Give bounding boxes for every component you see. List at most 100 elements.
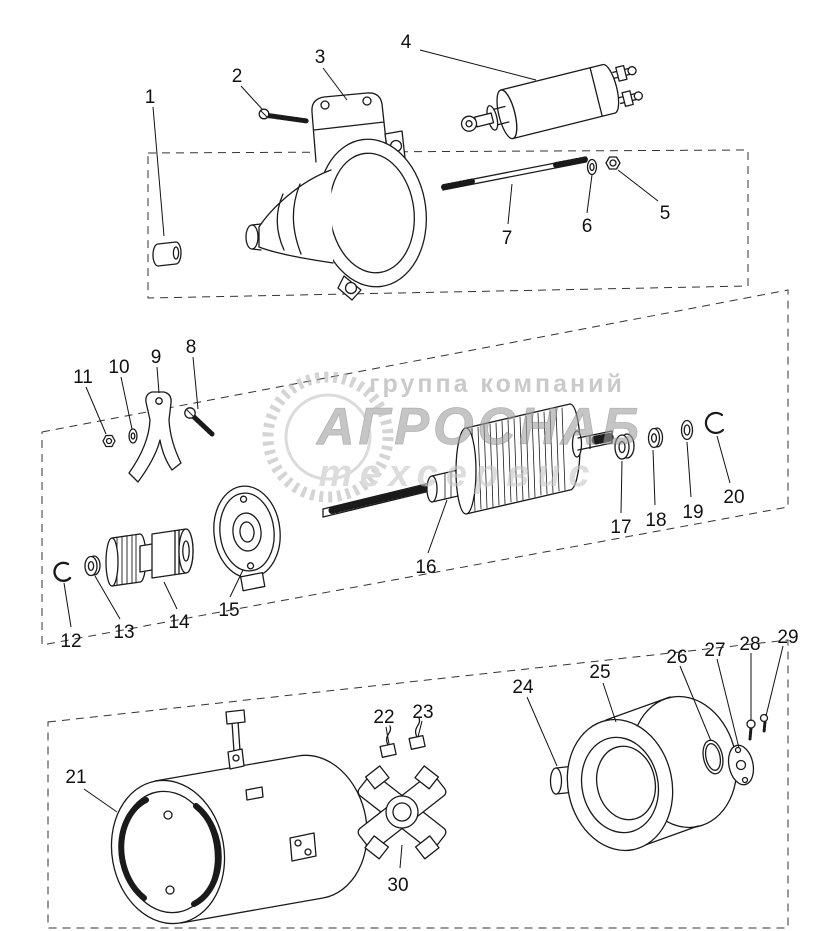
part-15-intermediate-plate [213,485,281,592]
leader-30 [399,844,403,869]
leader-16 [427,499,448,554]
part-5-nut [605,156,621,170]
part-label-13: 13 [113,622,134,643]
section-box-bottom [47,639,789,929]
part-label-9: 9 [151,347,162,368]
part-label-25: 25 [589,662,610,683]
part-9-shift-fork [128,391,182,483]
leader-13 [94,575,121,620]
leader-29 [765,645,784,717]
part-label-27: 27 [704,640,725,661]
part-22-brush [379,725,397,758]
leader-lines [63,49,784,869]
part-label-1: 1 [145,87,156,108]
part-labels: 1 2 3 4 5 6 7 8 9 10 11 12 13 14 15 16 1… [60,32,798,896]
part-label-29: 29 [777,627,798,648]
leader-1 [152,106,165,237]
watermark-wreath-inner-icon [284,393,372,481]
part-label-7: 7 [502,228,513,249]
leader-23 [417,720,423,738]
leader-26 [679,665,712,742]
part-10-washer [128,428,138,444]
leader-7 [507,183,513,225]
leader-3 [322,67,348,101]
part-label-4: 4 [401,32,412,53]
part-label-5: 5 [660,203,671,224]
part-17-washer [614,433,635,460]
part-label-22: 22 [373,707,394,728]
part-21-stator-housing [110,709,368,925]
part-30-brush-holder [357,765,447,860]
part-label-2: 2 [232,66,243,87]
leader-20 [716,435,731,484]
watermark-line-3: техсервис [319,453,598,495]
section-box-middle [41,289,789,646]
leader-22 [385,726,390,745]
part-label-8: 8 [186,337,197,358]
part-28-screw [746,719,756,741]
leader-6 [586,174,593,214]
section-box-top [147,149,749,299]
leader-9 [156,366,160,394]
part-3-starter-assembly [245,92,428,301]
section-boundaries [41,149,789,929]
part-27-cover-plate [727,744,755,786]
part-label-30: 30 [387,875,408,896]
part-label-17: 17 [610,517,631,538]
leader-12 [63,582,72,628]
part-20-snap-ring [704,411,725,435]
part-8-screw [184,407,215,437]
part-label-28: 28 [739,634,760,655]
part-label-6: 6 [582,216,593,237]
part-2-screw [258,108,310,124]
leader-19 [686,441,692,498]
watermark-line-2: АГРОСНАБ [315,398,643,456]
leader-15 [229,569,244,598]
part-label-15: 15 [218,600,239,621]
part-19-washer [680,419,694,441]
part-label-18: 18 [645,510,666,531]
part-label-11: 11 [73,367,93,388]
part-7-stud [441,156,588,191]
part-4-solenoid [460,63,643,140]
part-26-ring [702,739,724,775]
leader-8 [192,356,199,410]
part-label-12: 12 [60,631,81,652]
part-18-washer [647,427,664,449]
watermark-line-1: группа компаний [369,370,625,398]
part-label-24: 24 [512,677,534,698]
part-16-armature [322,403,616,518]
leader-14 [163,581,178,610]
leader-21 [83,788,118,813]
part-label-23: 23 [412,702,433,723]
part-25-end-cover [566,695,738,852]
leader-27 [716,658,740,749]
part-13-washer [84,555,101,577]
part-label-19: 19 [682,502,703,523]
part-12-lock-ring [53,561,72,582]
part-6-washer [586,158,598,176]
part-1-bushing [152,241,182,267]
leader-4 [419,49,537,81]
watermark: группа компаний АГРОСНАБ техсервис [262,370,643,503]
part-label-16: 16 [415,557,436,578]
part-label-21: 21 [65,767,86,788]
leader-17 [620,460,623,514]
leader-10 [120,376,133,430]
leader-18 [652,449,656,506]
leader-11 [85,386,107,435]
part-23-brush [408,717,426,750]
leader-25 [602,682,617,723]
leader-5 [617,169,659,202]
part-11-nut [102,434,116,448]
part-29-screw [759,713,769,734]
part-label-10: 10 [108,357,129,378]
leader-24 [526,696,558,767]
part-label-20: 20 [723,487,744,508]
leader-2 [240,85,263,110]
part-label-3: 3 [315,47,326,68]
watermark-wreath-icon [262,371,394,503]
part-label-14: 14 [168,612,190,633]
